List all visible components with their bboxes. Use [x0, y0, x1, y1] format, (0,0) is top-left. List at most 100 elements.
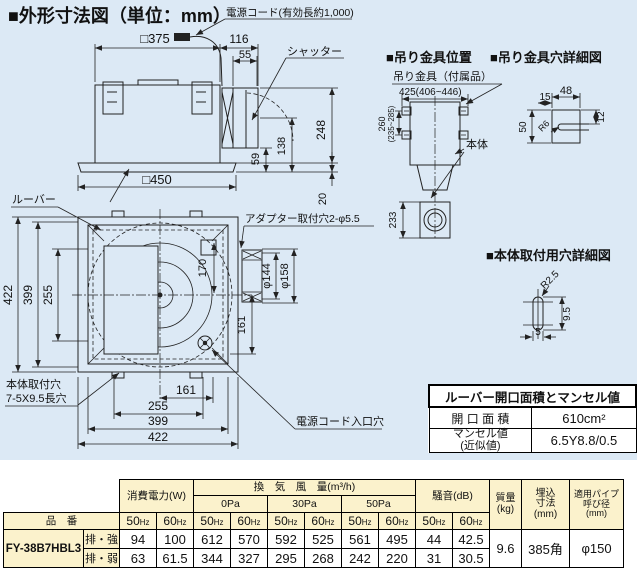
col-30pa-50hz: 50Hz — [267, 512, 305, 530]
outline-title: ■外形寸法図（単位：mm） — [8, 5, 231, 26]
cell-low-50pa60: 220 — [378, 548, 416, 568]
side-view-drawing: □375 116 55 248 138 59 20 □450 電源コード(有効長… — [77, 6, 354, 205]
adapter-hole-label: アダプター取付穴2-φ5.5 — [245, 212, 360, 225]
cell-low-noise50: 31 — [415, 548, 453, 568]
bracket-part-label: 吊り金具（付属品） — [393, 69, 492, 83]
col-0pa-60hz: 60Hz — [230, 512, 268, 530]
cell-low-0pa50: 344 — [193, 548, 231, 568]
col-mass: 質量 (kg) — [489, 479, 522, 530]
dimension-drawings: ■外形寸法図（単位：mm） — [1, 5, 611, 449]
mount-hole-detail-drawing: ■本体取付用穴詳細図 R2.5 9.5 5 — [486, 248, 611, 341]
dim-v399-label: 399 — [21, 285, 35, 305]
dim-260-range-label: (235~285) — [387, 105, 396, 142]
dim-v161-label: 161 — [236, 316, 248, 334]
cell-high-50pa50: 561 — [341, 529, 379, 549]
cell-high-0pa60: 570 — [230, 529, 268, 549]
dim-170-label: 170 — [197, 259, 209, 277]
cell-low-30pa50: 295 — [267, 548, 305, 568]
dimension-diagram-panel: ■外形寸法図（単位：mm） — [0, 0, 637, 460]
dim-15-label: 15 — [539, 92, 551, 103]
cell-embed: 385角 — [521, 529, 570, 568]
dim-r6-label: R6 — [536, 118, 551, 133]
dim-d158-label: φ158 — [279, 263, 291, 289]
cell-high-power50: 94 — [119, 529, 157, 549]
dim-55-label: 55 — [239, 49, 251, 61]
cell-high-50pa60: 495 — [378, 529, 416, 549]
dim-248-label: 248 — [314, 120, 328, 140]
mode-high: 排・強 — [83, 529, 120, 549]
dim-h399-label: 399 — [148, 414, 168, 428]
col-noise-50hz: 50Hz — [415, 512, 453, 530]
dim-59-label: 59 — [250, 153, 262, 165]
munsell-value: 6.5Y8.8/0.5 — [531, 427, 637, 454]
bracket-hole-detail-drawing: ■吊り金具穴詳細図 48 15 50 12 R6 — [490, 50, 607, 144]
dim-d144-label: φ144 — [261, 263, 273, 289]
louver-area-table: ルーバー開口面積とマンセル値 開 口 面 積 610cm² マンセル値 (近似値… — [428, 384, 637, 454]
cell-low-power60: 61.5 — [156, 548, 194, 568]
col-pipe: 適用パイプ 呼び径 (mm) — [569, 479, 624, 530]
col-0pa-50hz: 50Hz — [193, 512, 231, 530]
cell-high-power60: 100 — [156, 529, 194, 549]
louver-label: ルーバー — [12, 193, 56, 206]
cell-high-0pa50: 612 — [193, 529, 231, 549]
spec-row-high: FY-38B7HBL3 排・強 94 100 612 570 592 525 5… — [3, 529, 624, 568]
col-30pa-60hz: 60Hz — [304, 512, 342, 530]
louver-area-value: 610cm² — [531, 406, 637, 429]
col-noise-60hz: 60Hz — [452, 512, 490, 530]
dim-375-label: □375 — [140, 31, 170, 46]
model-number: FY-38B7HBL3 — [3, 529, 84, 568]
cell-mass: 9.6 — [489, 529, 522, 568]
col-50pa-50hz: 50Hz — [341, 512, 379, 530]
cell-high-noise60: 42.5 — [452, 529, 490, 549]
col-0pa: 0Pa — [193, 495, 268, 513]
col-50pa-60hz: 60Hz — [378, 512, 416, 530]
power-cord-label: 電源コード(有効長約1,000) — [226, 6, 354, 19]
dim-233-label: 233 — [388, 211, 399, 228]
bracket-hole-title: ■吊り金具穴詳細図 — [490, 50, 602, 65]
dim-50-label: 50 — [518, 121, 529, 133]
body-label: 本体 — [466, 137, 488, 151]
bracket-position-drawing: ■吊り金具位置 吊り金具（付属品） — [377, 50, 503, 240]
louver-area-label: 開 口 面 積 — [428, 406, 533, 429]
mount-hole-title: ■本体取付用穴詳細図 — [486, 248, 611, 263]
spec-row-low: 排・弱 63 61.5 344 327 295 268 242 220 31 3… — [4, 548, 624, 568]
cell-low-noise60: 30.5 — [452, 548, 490, 568]
dim-260-label: 260 — [377, 116, 387, 131]
col-30pa: 30Pa — [267, 495, 342, 513]
spec-table: 消費電力(W) 換 気 風 量(m³/h) 騒音(dB) 質量 (kg) 埋込 … — [3, 479, 624, 568]
cell-low-0pa60: 327 — [230, 548, 268, 568]
spec-table-corner — [4, 480, 120, 513]
dim-425-label: 425(406~446) — [399, 87, 462, 98]
dim-12-label: 12 — [596, 111, 607, 123]
dim-h161-label: 161 — [176, 383, 196, 397]
munsell-label: マンセル値 (近似値) — [428, 427, 533, 454]
col-power: 消費電力(W) — [119, 479, 194, 513]
dim-r25-label: R2.5 — [539, 269, 562, 292]
cell-low-power50: 63 — [119, 548, 157, 568]
dim-48-label: 48 — [560, 85, 572, 97]
col-power-60hz: 60Hz — [156, 512, 194, 530]
mount-hole-label-2: 7-5X9.5長穴 — [6, 391, 67, 405]
dim-h422-label: 422 — [148, 430, 168, 444]
cell-high-30pa60: 525 — [304, 529, 342, 549]
cell-high-30pa50: 592 — [267, 529, 305, 549]
col-embed: 埋込 寸法 (mm) — [521, 479, 570, 530]
dim-95-label: 9.5 — [562, 307, 573, 321]
dim-20-label: 20 — [317, 193, 329, 205]
bracket-pos-title: ■吊り金具位置 — [386, 50, 472, 65]
mount-hole-label-1: 本体取付穴 — [6, 377, 61, 391]
dim-v422-label: 422 — [1, 285, 15, 305]
col-50pa: 50Pa — [341, 495, 416, 513]
col-model: 品 番 — [3, 512, 120, 530]
col-noise: 騒音(dB) — [415, 479, 490, 513]
cell-low-50pa50: 242 — [341, 548, 379, 568]
dim-v255-label: 255 — [41, 285, 55, 305]
col-airflow: 換 気 風 量(m³/h) — [193, 479, 416, 496]
cord-hole-label: 電源コード入口穴 — [296, 414, 384, 428]
dim-138-label: 138 — [276, 137, 288, 155]
mode-low: 排・弱 — [83, 548, 120, 568]
cell-pipe: φ150 — [569, 529, 624, 568]
col-power-50hz: 50Hz — [119, 512, 157, 530]
dim-450-label: □450 — [142, 172, 172, 187]
